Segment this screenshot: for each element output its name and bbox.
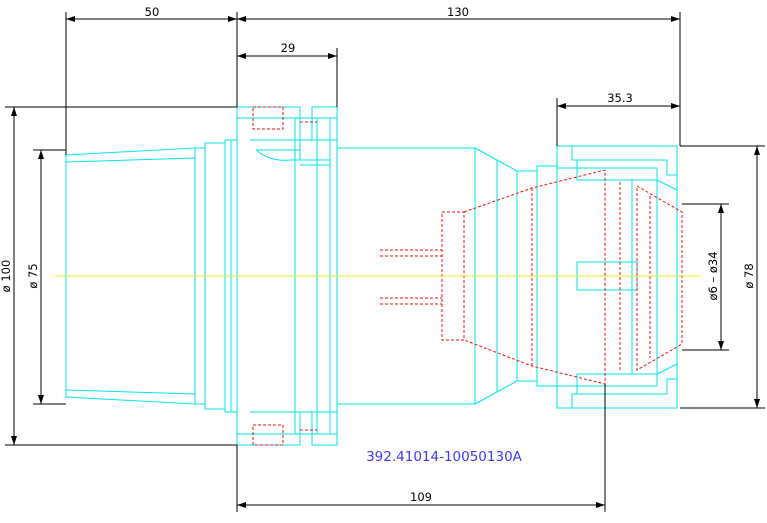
dim-diameter-100-label: ø 100: [0, 260, 13, 293]
dim-50-label: 50: [145, 5, 160, 19]
dim-diameter-75-label: ø 75: [26, 263, 40, 288]
dim-130-label: 130: [447, 5, 469, 19]
dim-clamping-range-label: ø6 – ø34: [706, 251, 720, 300]
dim-diameter-78-label: ø 78: [742, 263, 756, 288]
dimension-lines: [5, 12, 765, 512]
dim-29-label: 29: [281, 41, 296, 55]
part-number: 392.41014-10050130A: [366, 449, 523, 465]
dim-109-label: 109: [410, 490, 432, 504]
dim-35-3-label: 35.3: [607, 91, 633, 105]
hidden-lines: [252, 106, 683, 446]
